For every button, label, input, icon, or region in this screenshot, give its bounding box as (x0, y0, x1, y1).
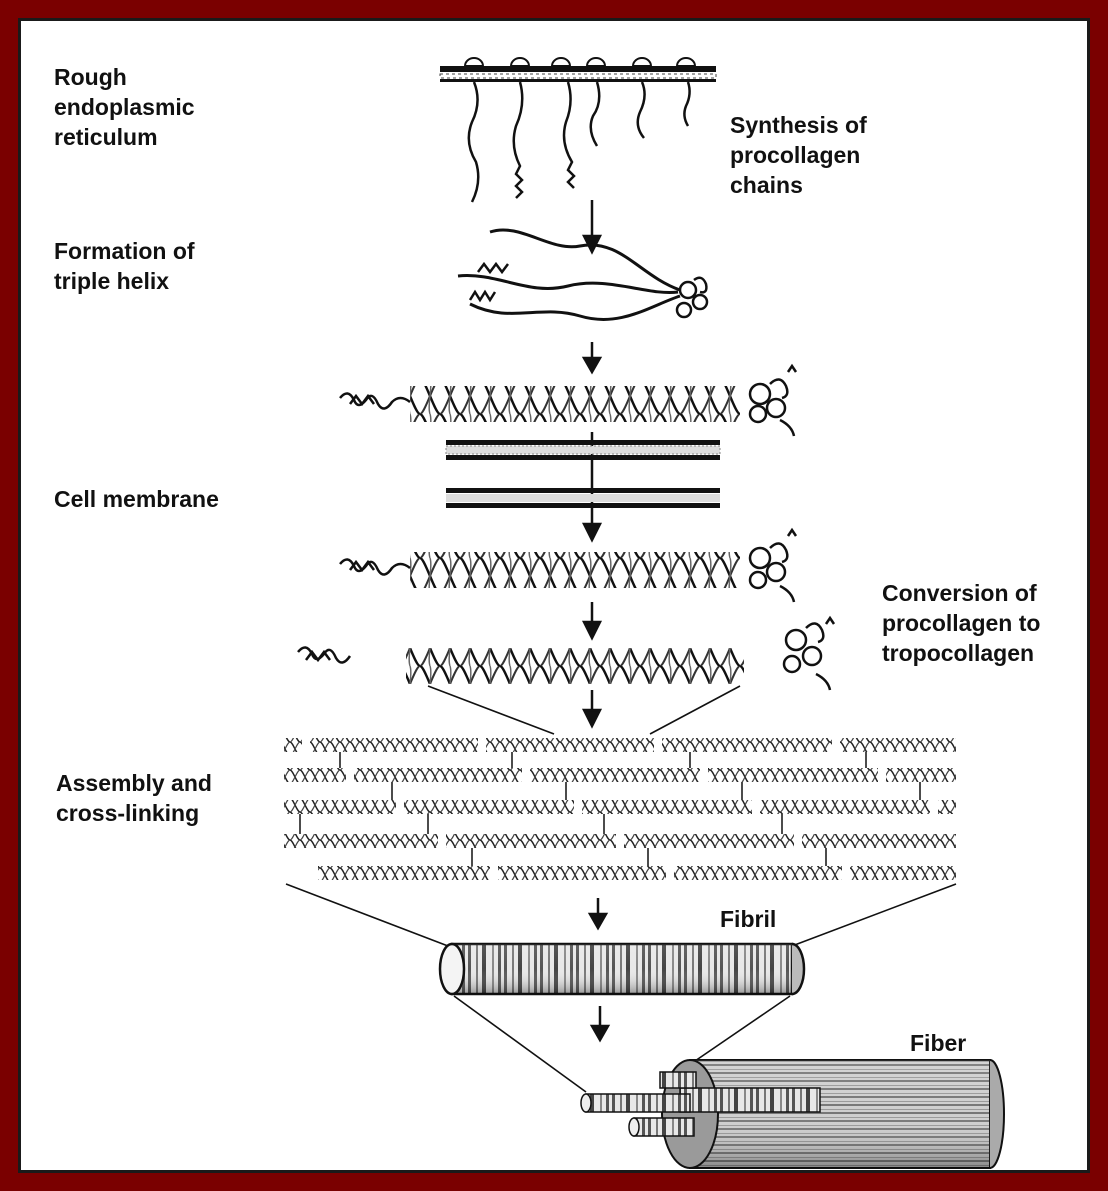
assembly-cross-linking-array (284, 736, 956, 946)
label-cell-membrane: Cell membrane (54, 484, 219, 514)
globular-domain-icon (677, 278, 707, 317)
procollagen-molecule-outside (340, 530, 796, 602)
label-triple-helix: Formation of triple helix (54, 236, 195, 296)
triple-helix-formation (458, 230, 707, 320)
label-conversion: Conversion of procollagen to tropocollag… (882, 578, 1040, 668)
label-assembly: Assembly and cross-linking (56, 768, 212, 828)
cell-membrane (446, 440, 720, 508)
tropocollagen-conversion (298, 618, 834, 734)
procollagen-chains (469, 82, 690, 202)
fiber-bundle (581, 1060, 1004, 1168)
label-fiber: Fiber (910, 1028, 966, 1058)
label-fibril: Fibril (720, 904, 776, 934)
label-synthesis: Synthesis of procollagen chains (730, 110, 867, 200)
fibril-cylinder (440, 944, 804, 994)
ribosome-icons (465, 58, 695, 66)
rough-er-membrane (440, 58, 716, 82)
procollagen-molecule-inside (340, 366, 796, 436)
label-rough-er: Rough endoplasmic reticulum (54, 62, 195, 152)
process-arrows (584, 200, 608, 1040)
